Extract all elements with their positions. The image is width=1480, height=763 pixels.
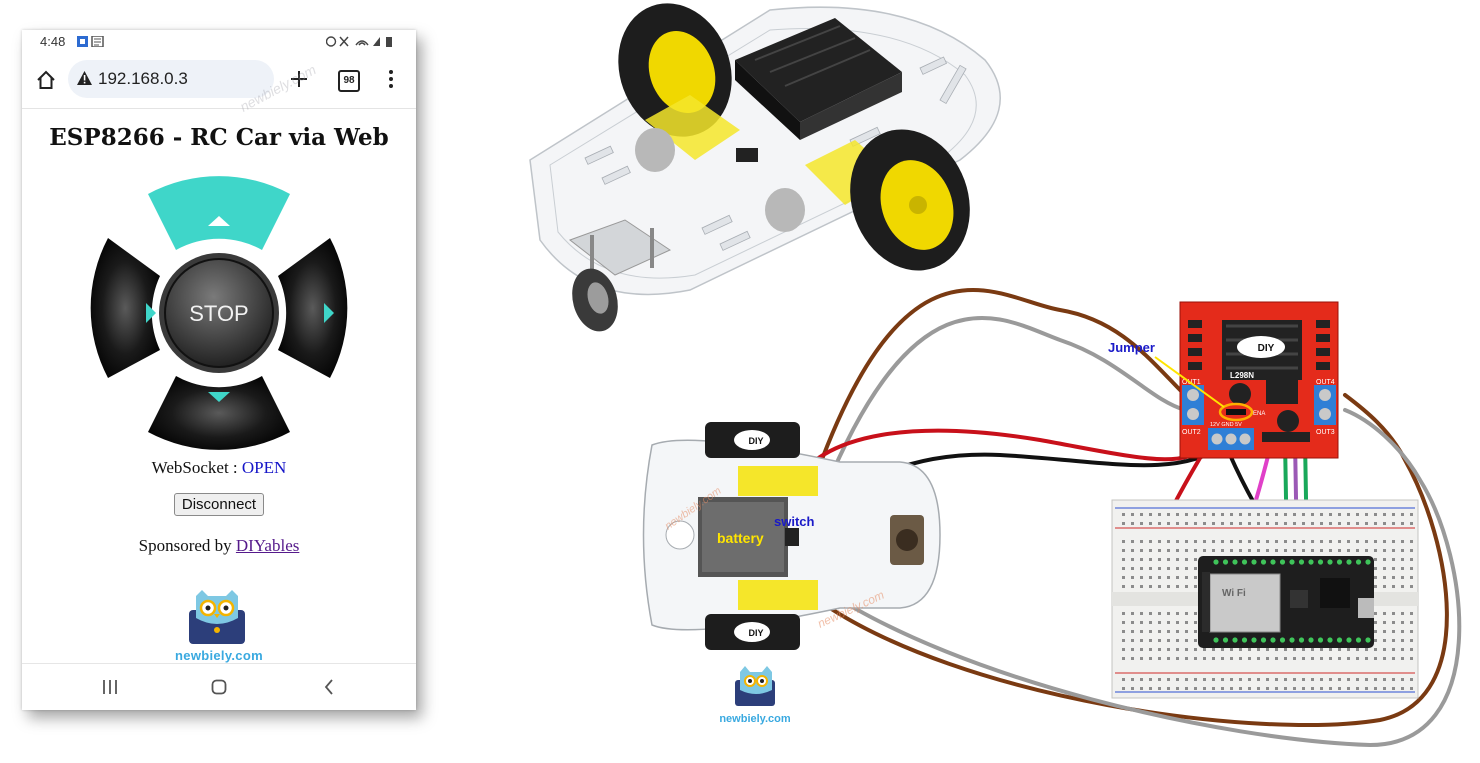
jumper-label: Jumper	[1108, 340, 1155, 355]
android-nav-bar	[22, 663, 416, 710]
address-bar[interactable]: 192.168.0.3	[68, 60, 274, 98]
right-button[interactable]	[278, 238, 348, 378]
logo-text: newbiely.com	[175, 648, 263, 663]
page-divider	[22, 108, 416, 109]
arrow-left-icon	[146, 303, 156, 323]
out4-label: OUT4	[1316, 379, 1335, 386]
owl-logo	[189, 590, 245, 644]
svg-text:DIY: DIY	[748, 436, 763, 446]
stop-button[interactable]	[159, 253, 279, 373]
recents-icon[interactable]	[102, 680, 118, 694]
car-top-view: DIY DIY	[642, 422, 941, 650]
notification-icons	[77, 36, 104, 47]
diagram-labels: Jumper switch battery	[717, 340, 1225, 546]
forward-button[interactable]	[148, 176, 290, 250]
board-brand: DIY	[1258, 343, 1275, 354]
arrow-right-icon	[324, 303, 334, 323]
sponsor-line: Sponsored by DIYables	[22, 536, 416, 556]
out2-label: OUT2	[1182, 429, 1201, 436]
back-icon[interactable]	[324, 679, 334, 695]
wiring-diagram: DIY DIY DIY L298N	[529, 3, 1462, 748]
websocket-label: WebSocket :	[151, 458, 242, 477]
left-button[interactable]	[90, 238, 160, 378]
l298n-driver-board: DIY L298N ENA OUT1 OUT2 OUT3 OUT4 12V GN…	[1179, 301, 1339, 459]
status-bar: 4:48	[22, 30, 416, 54]
esp-module-shield	[1209, 573, 1281, 633]
diy-sticker-top: DIY	[734, 430, 770, 450]
motor-bottom	[738, 580, 818, 610]
wire-grey-bottom	[823, 408, 1462, 748]
nodemcu-esp8266: Wi Fi	[1198, 556, 1374, 648]
nodemcu-pins	[1213, 559, 1371, 643]
browser-toolbar: 192.168.0.3 98	[22, 58, 416, 106]
motor-top	[738, 466, 818, 496]
wifi-logo: Wi Fi	[1222, 588, 1246, 599]
wire-grey-top	[823, 315, 1187, 492]
power-switch	[785, 528, 799, 546]
sponsor-link[interactable]: DIYables	[235, 536, 300, 555]
home-nav-icon[interactable]	[211, 679, 227, 695]
ena-label: ENA	[1253, 411, 1265, 417]
power-terminal-labels: 12V GND 5V	[1210, 422, 1242, 428]
jumper-pointer	[1154, 356, 1225, 408]
logic-header	[1262, 432, 1310, 442]
websocket-state: OPEN	[241, 458, 287, 477]
arrow-up-icon	[208, 216, 230, 226]
backward-button[interactable]	[148, 376, 290, 450]
home-icon[interactable]	[36, 70, 56, 90]
new-tab-icon[interactable]	[290, 70, 308, 88]
phone-screenshot: 4:48 192.168.0.3 98 ne	[22, 30, 416, 710]
system-status-icons	[326, 36, 392, 47]
disconnect-button[interactable]: Disconnect	[174, 493, 264, 516]
car-chassis-illustration	[529, 3, 1001, 332]
battery-label: battery	[717, 530, 764, 546]
sponsor-prefix: Sponsored by	[138, 536, 236, 555]
jumper-highlight	[1218, 402, 1254, 422]
tab-counter[interactable]: 98	[338, 70, 360, 92]
wire-brown-top	[816, 287, 1187, 472]
arrow-down-icon	[208, 392, 230, 402]
status-time: 4:48	[40, 34, 66, 49]
diy-sticker-bottom: DIY	[734, 622, 770, 642]
page-title: ESP8266 - RC Car via Web	[49, 124, 389, 151]
stop-label: STOP	[189, 301, 249, 326]
out3-label: OUT3	[1316, 429, 1335, 436]
owl-logo-diagram	[735, 666, 775, 706]
websocket-status: WebSocket : OPEN	[22, 458, 416, 478]
switch-label: switch	[774, 514, 815, 529]
menu-icon[interactable]	[388, 69, 394, 89]
url-text: 192.168.0.3	[98, 69, 188, 88]
chip-label: L298N	[1230, 371, 1254, 380]
diagram-logo-text: newbiely.com	[719, 713, 791, 725]
svg-text:DIY: DIY	[748, 628, 763, 638]
warning-icon	[77, 71, 92, 85]
direction-pad: STOP	[90, 176, 348, 450]
